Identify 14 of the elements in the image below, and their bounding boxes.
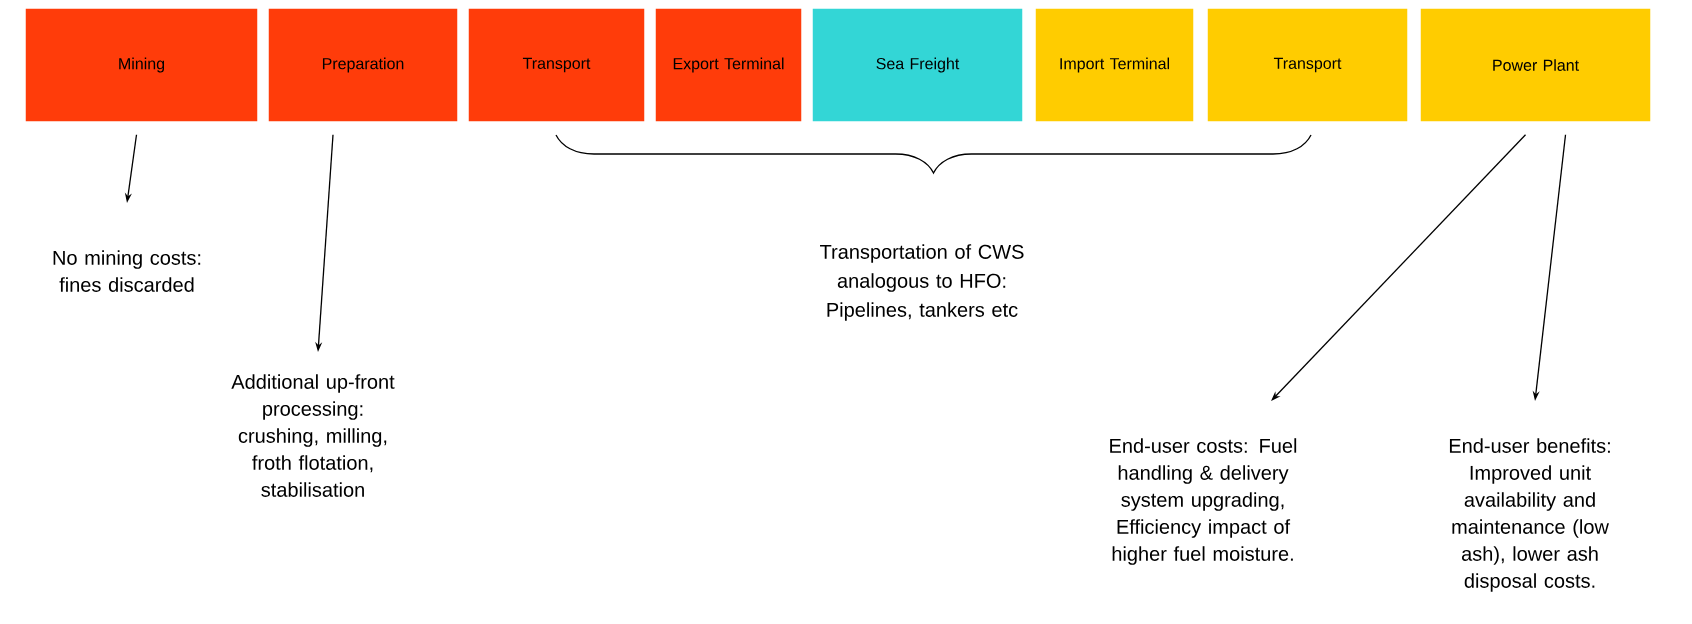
process-box: Transport [1206,7,1409,123]
process-box: Transport [467,7,646,123]
annotation-text: End-user costs: Fuel handling & delivery system upgrading, Efficiency impact of higher fuel moisture. [1110,438,1297,565]
process-box: Mining [24,7,259,123]
annotation-text: Transportation of CWS analogous to HFO: Pipelines, tankers etc [820,244,1024,321]
process-box: Preparation [267,7,459,123]
process-box: Sea Freight [811,7,1024,123]
process-box: Import Terminal [1034,7,1195,123]
process-box: Export Terminal [654,7,803,123]
annotation-text: End-user benefits: Improved unit availability and maintenance (low ash), lower ash disposal costs. [1449,438,1610,592]
annotation-text: Additional up-front processing: crushing, milling, froth flotation, stabilisation [231,374,395,497]
annotation-text: No mining costs: fines discarded [53,250,201,292]
process-box: Power Plant [1419,7,1652,123]
arrow [1271,134,1527,401]
